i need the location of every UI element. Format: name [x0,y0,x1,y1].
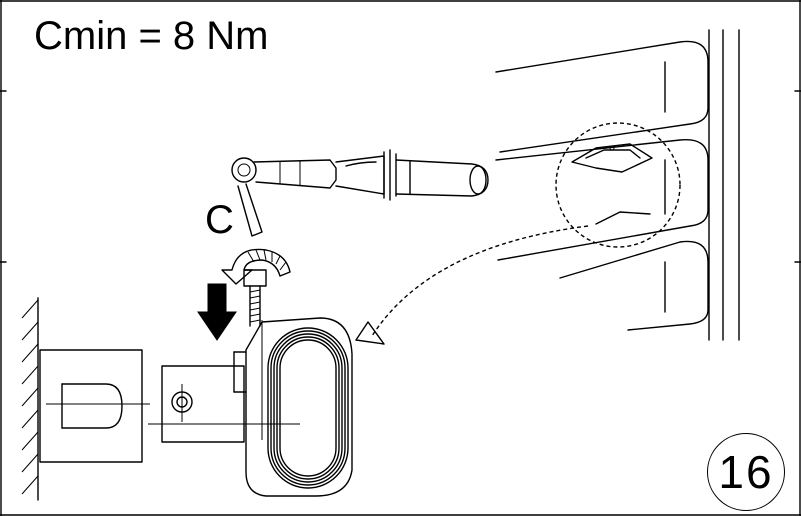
wall-bracket [39,349,150,463]
detail-arrow [355,225,589,345]
torque-wrench [231,149,489,237]
torque-label: Cmin = 8 Nm [34,14,269,58]
detail-circle [555,122,681,248]
clamped-tube-section [267,327,349,489]
tube-bracket-slot [571,143,653,225]
clamp-screw [243,269,267,327]
clamp-body [233,317,353,497]
radiator-tubes [495,40,709,331]
rotation-arrow-icon [221,248,291,285]
direction-label: C [205,198,234,242]
step-number-badge: 16 [707,433,785,511]
radiator-collector [708,29,740,341]
down-arrow-icon [197,283,237,341]
wall-hatch [21,297,39,501]
